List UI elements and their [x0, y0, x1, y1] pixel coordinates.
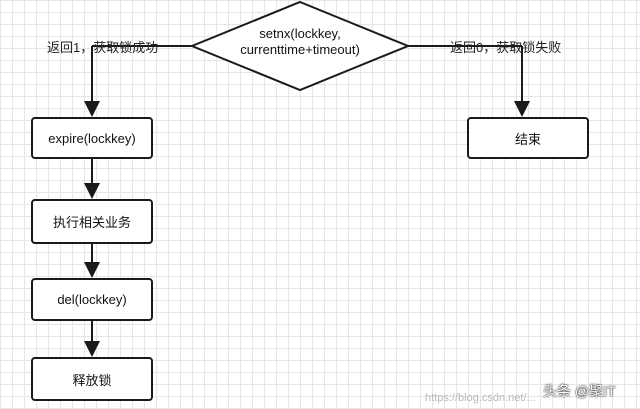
success-label: 返回1，获取锁成功: [47, 40, 159, 55]
del-node-label: del(lockkey): [57, 292, 127, 307]
decision-diamond: [189, 0, 411, 92]
fail-label: 返回0，获取锁失败: [450, 40, 562, 55]
del-node: del(lockkey): [31, 278, 153, 321]
expire-node: expire(lockkey): [31, 117, 153, 159]
end-node: 结束: [467, 117, 589, 159]
release-node: 释放锁: [31, 357, 153, 401]
business-node: 执行相关业务: [31, 199, 153, 244]
brand-watermark: 头条 @聚IT: [543, 383, 616, 399]
source-watermark: https://blog.csdn.net/...: [425, 392, 536, 404]
decision-text: setnx(lockkey, currenttime+timeout): [195, 2, 405, 82]
expire-node-label: expire(lockkey): [48, 130, 136, 146]
decision-line-1: setnx(lockkey,: [259, 26, 341, 41]
decision-line-2: currenttime+timeout): [240, 42, 360, 57]
end-node-label: 结束: [514, 131, 541, 147]
business-node-label: 执行相关业务: [52, 215, 131, 230]
release-node-label: 释放锁: [72, 372, 112, 388]
